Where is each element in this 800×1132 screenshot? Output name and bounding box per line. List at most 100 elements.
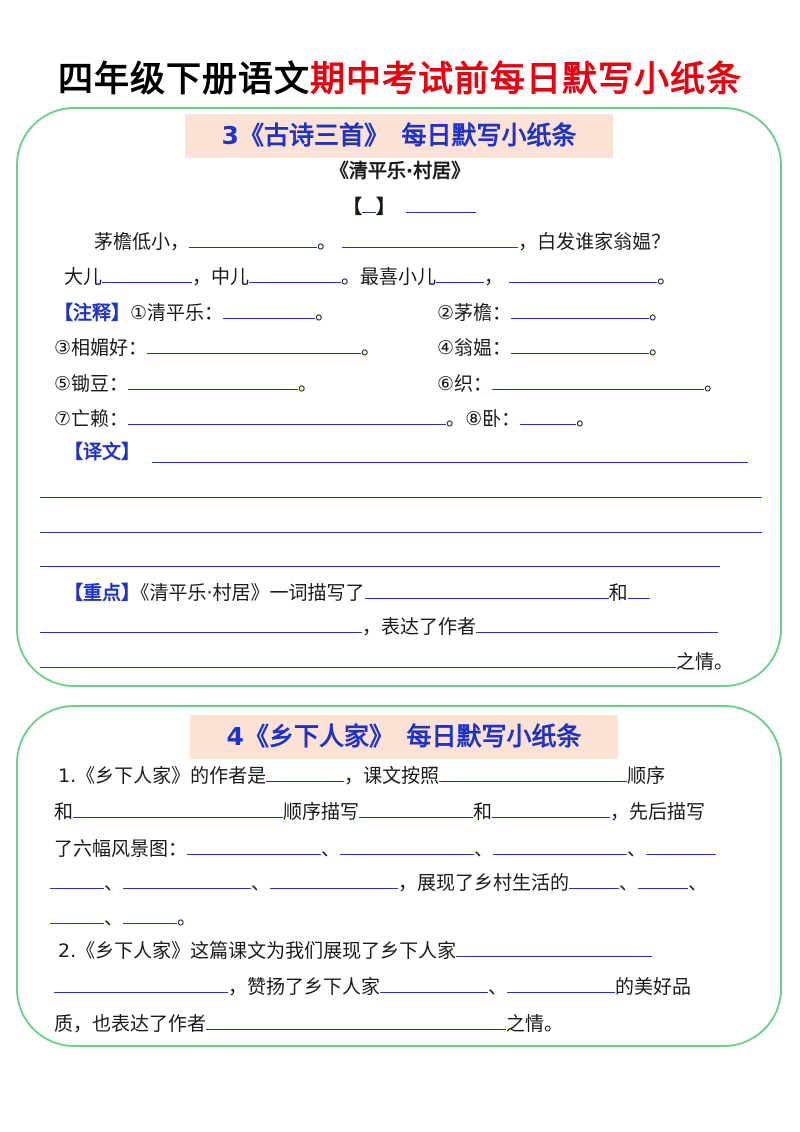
note-blank[interactable] bbox=[511, 331, 650, 354]
note-blank[interactable] bbox=[223, 296, 316, 319]
q-text: ，赞扬了乡下人家 bbox=[228, 976, 381, 998]
translation-row: 【译文】 bbox=[64, 437, 800, 469]
q-blank[interactable] bbox=[50, 866, 104, 889]
translation-blank[interactable] bbox=[40, 566, 720, 567]
q-text: 质，也表达了作者 bbox=[54, 1013, 207, 1035]
q-blank[interactable] bbox=[54, 970, 228, 993]
note-term: ⑦亡赖： bbox=[54, 408, 129, 430]
key-row-1: 【重点】《清平乐·村居》一词描写了和 bbox=[64, 576, 800, 608]
poem-blank[interactable] bbox=[249, 260, 342, 283]
poem-line-2: 大儿，中儿。最喜小儿， 。 bbox=[64, 260, 800, 292]
key-text: 和 bbox=[608, 582, 628, 604]
punct: 、 bbox=[688, 872, 708, 894]
section1-title: 3《古诗三首》 每日默写小纸条 bbox=[185, 114, 613, 158]
q-blank[interactable] bbox=[340, 832, 475, 855]
q2-row-3: 质，也表达了作者 之情。 bbox=[54, 1007, 794, 1039]
q1-row-5: 、。 bbox=[50, 901, 790, 933]
punct: 。 bbox=[298, 373, 318, 395]
q-blank[interactable] bbox=[380, 970, 489, 993]
note-term: ②茅檐： bbox=[437, 302, 512, 324]
q-blank[interactable] bbox=[266, 759, 345, 782]
notes-row-3b: ⑥织： 。 bbox=[437, 367, 800, 399]
poem-text: 大儿 bbox=[64, 266, 103, 288]
punct: 、 bbox=[104, 907, 124, 929]
q-text: 2.《乡下人家》这篇课文为我们展现了乡下人家 bbox=[58, 940, 457, 962]
q-blank[interactable] bbox=[456, 934, 653, 957]
q-blank[interactable] bbox=[646, 832, 717, 855]
q-blank[interactable] bbox=[493, 832, 628, 855]
page-title: 四年级下册语文期中考试前每日默写小纸条 bbox=[0, 56, 800, 104]
poem-blank[interactable] bbox=[436, 260, 485, 283]
key-blank[interactable] bbox=[364, 576, 609, 599]
q-text: 之情。 bbox=[506, 1013, 564, 1035]
key-blank[interactable] bbox=[627, 576, 650, 599]
q-text: 的美好品 bbox=[615, 976, 692, 998]
key-text: ，表达了作者 bbox=[362, 616, 477, 638]
q-text: 顺序 bbox=[627, 765, 666, 787]
q-blank[interactable] bbox=[50, 901, 104, 924]
q2-row-2: ，赞扬了乡下人家、的美好品 bbox=[54, 970, 794, 1002]
translation-label: 【译文】 bbox=[64, 441, 141, 463]
translation-blank[interactable] bbox=[40, 497, 762, 498]
q-blank[interactable] bbox=[492, 795, 611, 818]
key-blank[interactable] bbox=[476, 610, 719, 633]
q-blank[interactable] bbox=[569, 866, 620, 889]
page-title-red: 期中考试前每日默写小纸条 bbox=[310, 60, 743, 100]
note-blank[interactable] bbox=[520, 402, 577, 425]
note-term: ⑤锄豆： bbox=[54, 373, 129, 395]
note-blank[interactable] bbox=[492, 367, 705, 390]
q-blank[interactable] bbox=[73, 795, 284, 818]
q-blank[interactable] bbox=[123, 866, 252, 889]
q-blank[interactable] bbox=[439, 759, 628, 782]
punct: 、 bbox=[627, 838, 647, 860]
q-blank[interactable] bbox=[187, 832, 322, 855]
notes-row-1: 【注释】①清平乐：。 bbox=[54, 296, 794, 328]
notes-row-2b: ④翁媪：。 bbox=[437, 331, 800, 363]
punct: 。 bbox=[704, 373, 724, 395]
poem-blank[interactable] bbox=[102, 260, 193, 283]
poem-blank[interactable] bbox=[189, 225, 318, 248]
notes-label: 【注释】 bbox=[54, 302, 131, 324]
poem-text: 。最喜小儿 bbox=[341, 266, 437, 288]
q-text: 和 bbox=[54, 801, 74, 823]
author-bracket-open: 【 bbox=[343, 196, 363, 218]
q-text: 1.《乡下人家》的作者是 bbox=[58, 765, 267, 787]
note-term: ⑧卧： bbox=[465, 408, 521, 430]
poem-blank[interactable] bbox=[342, 225, 519, 248]
punct: 、 bbox=[474, 838, 494, 860]
note-blank[interactable] bbox=[147, 331, 362, 354]
note-blank[interactable] bbox=[511, 296, 650, 319]
dynasty-blank[interactable] bbox=[362, 190, 377, 213]
q-blank[interactable] bbox=[270, 866, 399, 889]
poem-blank[interactable] bbox=[509, 260, 658, 283]
note-blank[interactable] bbox=[128, 367, 299, 390]
key-blank[interactable] bbox=[40, 610, 362, 633]
poem-title: 《清平乐·村居》 bbox=[329, 160, 471, 182]
q-text: ，先后描写 bbox=[610, 801, 706, 823]
author-blank[interactable] bbox=[405, 190, 476, 213]
poem-text: 茅檐低小， bbox=[94, 231, 190, 253]
section-card-ancient-poems bbox=[16, 107, 782, 687]
punct: 。 bbox=[649, 337, 669, 359]
q-blank[interactable] bbox=[123, 901, 178, 924]
key-row-2: ，表达了作者 bbox=[40, 610, 780, 642]
q-blank[interactable] bbox=[359, 795, 474, 818]
q-text: ，展现了乡村生活的 bbox=[398, 872, 570, 894]
q1-row-4: 、、，展现了乡村生活的、、 bbox=[50, 866, 790, 898]
q1-row-2: 和顺序描写和，先后描写 bbox=[54, 795, 794, 827]
key-blank[interactable] bbox=[40, 645, 676, 668]
punct: 、 bbox=[619, 872, 639, 894]
note-term: ③相媚好： bbox=[54, 337, 148, 359]
punct: 。 bbox=[446, 408, 466, 430]
note-blank[interactable] bbox=[128, 402, 447, 425]
q-blank[interactable] bbox=[638, 866, 689, 889]
q1-row-1: 1.《乡下人家》的作者是，课文按照顺序 bbox=[58, 759, 798, 791]
punct: 。 bbox=[315, 302, 335, 324]
q-blank[interactable] bbox=[206, 1007, 507, 1030]
notes-row-4: ⑦亡赖：。⑧卧：。 bbox=[54, 402, 794, 434]
translation-blank[interactable] bbox=[40, 532, 762, 533]
punct: 、 bbox=[104, 872, 124, 894]
q-blank[interactable] bbox=[507, 970, 616, 993]
note-term: ⑥织： bbox=[437, 373, 493, 395]
translation-blank[interactable] bbox=[152, 462, 748, 463]
